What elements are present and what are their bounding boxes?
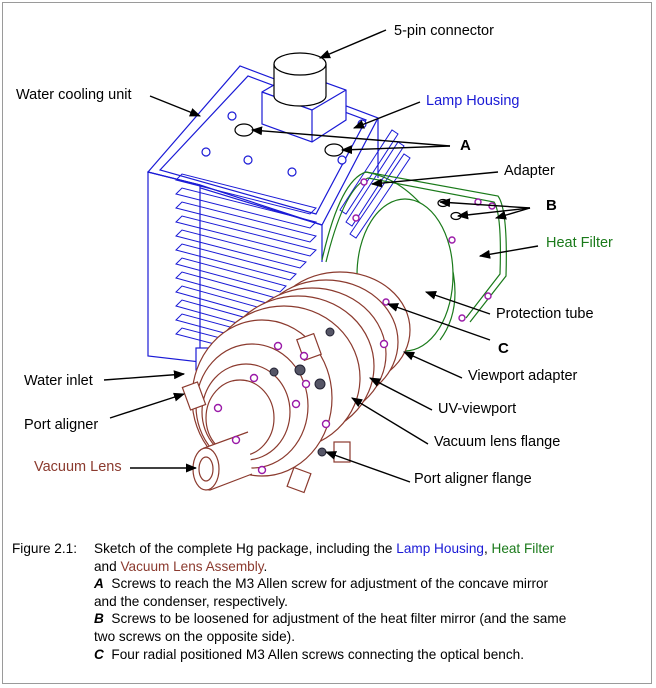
caption-text-b2: two screws on the opposite side).: [94, 628, 295, 644]
caption-key-b: B: [94, 611, 104, 627]
label-viewport-adapter: Viewport adapter: [468, 368, 578, 384]
figure-caption: Figure 2.1: Sketch of the complete Hg pac…: [12, 540, 644, 663]
label-lamp-housing: Lamp Housing: [426, 93, 520, 109]
label-vacuum-lens-flange: Vacuum lens flange: [434, 434, 561, 450]
label-protection-tube: Protection tube: [496, 306, 594, 322]
label-b: B: [546, 197, 557, 214]
caption-key-c: C: [94, 646, 104, 662]
caption-text-a: Screws to reach the M3 Allen screw for a…: [111, 576, 549, 592]
vacuum-assembly-drawing: [181, 271, 411, 494]
caption-intro: Sketch of the complete Hg package, inclu…: [94, 541, 397, 556]
caption-vacuum-lens-assembly: Vacuum Lens Assembly: [120, 558, 264, 574]
label-port-aligner: Port aligner: [24, 417, 99, 433]
caption-item-b: B Screws to be loosened for adjustment o…: [12, 610, 644, 628]
caption-period: .: [263, 558, 268, 574]
label-adapter: Adapter: [504, 163, 555, 179]
caption-key-a: A: [94, 576, 104, 592]
caption-item-b-cont: two screws on the opposite side).: [12, 628, 644, 646]
screw-a-holes: [234, 123, 344, 157]
five-pin-connector-drawing: [273, 52, 327, 107]
caption-line-2: and Vacuum Lens Assembly.: [12, 558, 644, 576]
caption-line-1: Figure 2.1: Sketch of the complete Hg pac…: [12, 540, 644, 558]
label-5-pin-connector: 5-pin connector: [394, 23, 494, 39]
caption-item-a: A Screws to reach the M3 Allen screw for…: [12, 575, 644, 593]
caption-text-b: Screws to be loosened for adjustment of …: [111, 611, 567, 627]
caption-item-c: C Four radial positioned M3 Allen screws…: [12, 646, 644, 664]
caption-lamp-housing: Lamp Housing: [396, 541, 484, 556]
label-uv-viewport: UV-viewport: [438, 401, 517, 417]
label-c: C: [498, 340, 509, 357]
caption-item-a-cont: and the condenser, respectively.: [12, 593, 644, 611]
label-heat-filter: Heat Filter: [546, 235, 613, 251]
caption-text-a2: and the condenser, respectively.: [94, 593, 288, 609]
caption-text-c: Four radial positioned M3 Allen screws c…: [111, 646, 524, 662]
label-water-inlet: Water inlet: [24, 373, 93, 389]
leader-lines: [103, 29, 539, 483]
hg-package-sketch: [103, 29, 539, 494]
label-water-cooling-unit: Water cooling unit: [16, 87, 132, 103]
label-port-aligner-flange: Port aligner flange: [414, 471, 532, 487]
caption-figure-number: Figure 2.1:: [12, 541, 77, 556]
screw-markers: [213, 178, 496, 475]
label-vacuum-lens: Vacuum Lens: [34, 459, 122, 475]
caption-sep: ,: [483, 541, 492, 556]
screw-c-markers: [269, 327, 335, 457]
label-a: A: [460, 137, 471, 154]
caption-heat-filter: Heat Filter: [491, 541, 555, 556]
caption-and: and: [94, 558, 121, 574]
